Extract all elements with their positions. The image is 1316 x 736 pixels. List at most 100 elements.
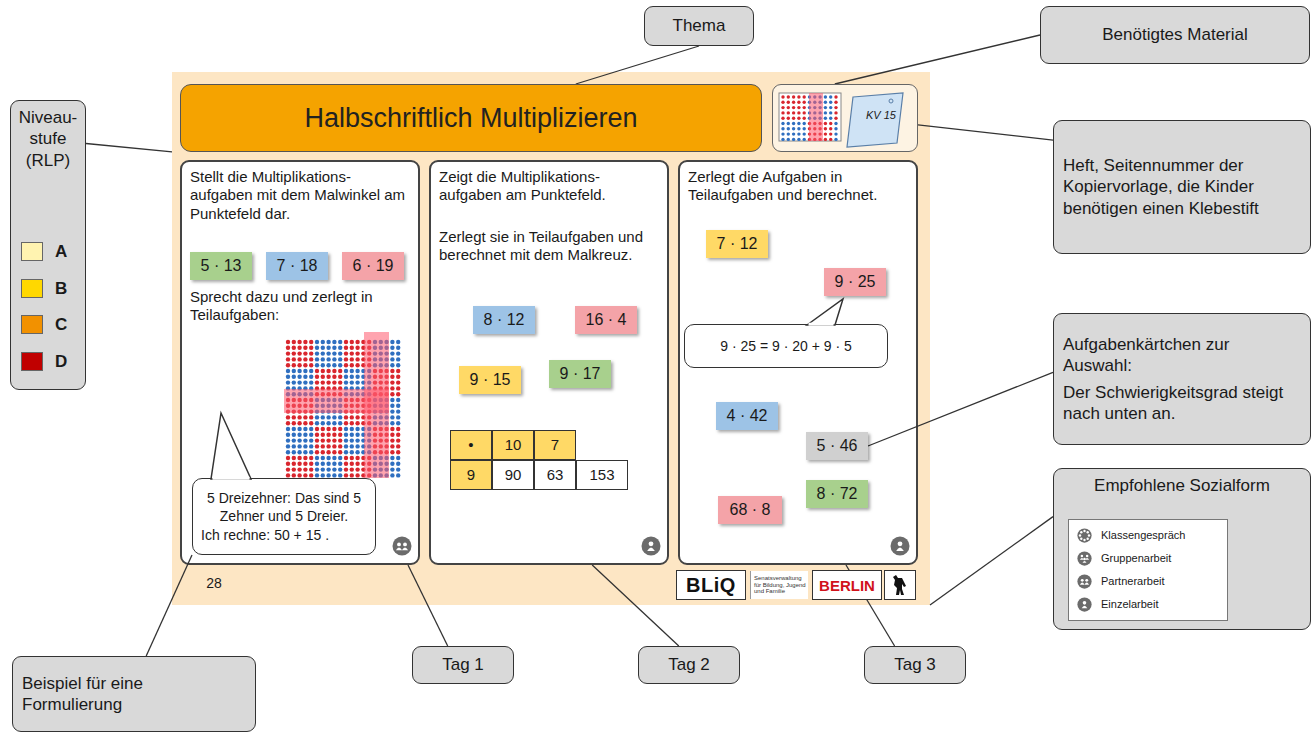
node-text: Thema: [673, 15, 726, 36]
node-text: 4 · 42: [727, 406, 768, 426]
day-panel: Zerlegt die Aufgaben in Teilaufgaben und…: [678, 160, 918, 565]
node-text: Tag 2: [668, 654, 710, 675]
task-card: 7 · 18: [266, 252, 328, 280]
legend-text: Klassengespräch: [1101, 529, 1185, 543]
node-text: Stellt die Multiplikations- aufgaben mit…: [190, 168, 412, 223]
node-text: KV 15: [859, 109, 903, 121]
day-panel: Stellt die Multiplikations- aufgaben mit…: [180, 160, 420, 565]
legend-entry: Partnerarbeit: [1077, 574, 1165, 589]
table-cell: 90: [492, 460, 534, 490]
node-text: 5 · 46: [817, 436, 858, 456]
legend-icon: [1077, 574, 1092, 589]
social-form-icon: [890, 536, 910, 560]
material-callout: Benötigtes Material: [1040, 6, 1310, 64]
node-text: 7 · 12: [717, 234, 758, 254]
legend-icon: [1077, 528, 1092, 543]
node-text: Tag 1: [442, 654, 484, 675]
legend-icon: [1077, 551, 1092, 566]
legend-text: Einzelarbeit: [1101, 598, 1158, 612]
legend-entry: Einzelarbeit: [1077, 597, 1158, 612]
logo-text: BLiQ: [676, 570, 746, 600]
day-callout: Tag 1: [412, 646, 514, 684]
node-text: 5 · 13: [201, 256, 242, 276]
leader-line: [592, 565, 679, 646]
node-text: 8 · 12: [484, 310, 525, 330]
legend-text: Gruppenarbeit: [1101, 552, 1171, 566]
node-text: 68 · 8: [730, 500, 771, 520]
social-form-callout: Empfohlene SozialformKlassengesprächGrup…: [1053, 468, 1311, 630]
node-text: 16 · 4: [586, 310, 627, 330]
node-text: Empfohlene Sozialform: [1094, 475, 1270, 496]
social-form-icon: [1077, 597, 1092, 612]
table-cell: 7: [534, 430, 576, 460]
node-text: 7 · 18: [277, 256, 318, 276]
node-text: 5 Dreizehner: Das sind 5 Zehner und 5 Dr…: [201, 489, 367, 525]
node-text: Zeigt die Multiplikations- aufgaben am P…: [439, 168, 661, 205]
task-card: 16 · 4: [575, 306, 637, 334]
material-icons: [779, 93, 909, 149]
leader-line: [576, 46, 699, 84]
topic-callout: Thema: [644, 6, 754, 46]
legend-text: D: [55, 351, 67, 372]
logo-text: Senatsverwaltung für Bildung, Jugend und…: [750, 571, 808, 599]
social-form-icon: [392, 536, 412, 556]
task-card: 7 · 12: [706, 230, 768, 258]
table-cell: 10: [492, 430, 534, 460]
legend-entry: B: [21, 278, 67, 299]
node-text: 6 · 19: [353, 256, 394, 276]
table-cell: 9: [450, 460, 492, 490]
material-box: KV 15: [772, 84, 918, 152]
node-text: 8 · 72: [817, 484, 858, 504]
social-form-icon: [1077, 528, 1092, 543]
node-text: Zerlegt die Aufgaben in Teilaufgaben und…: [688, 168, 910, 205]
day-panel: Zeigt die Multiplikations- aufgaben am P…: [429, 160, 669, 565]
task-card: 68 · 8: [718, 496, 782, 524]
task-card: 8 · 12: [473, 306, 535, 334]
title-band: Halbschriftlich Multiplizieren: [180, 84, 762, 152]
legend-swatch: [21, 315, 43, 334]
task-card: 8 · 72: [806, 480, 868, 508]
legend-text: C: [55, 314, 67, 335]
task-card: 4 · 42: [716, 402, 778, 430]
social-form-icon: [890, 536, 910, 556]
worksheet-callout: Heft, Seitennummer der Kopiervorlage, di…: [1053, 120, 1311, 254]
logo-text: BERLIN: [812, 570, 882, 600]
node-text: Zerlegt sie in Teilaufgaben und berechne…: [439, 228, 661, 265]
legend-entry: A: [21, 241, 67, 262]
legend-entry: Klassengespräch: [1077, 528, 1185, 543]
node-text: 9 · 25 = 9 · 20 + 9 · 5: [693, 337, 879, 355]
example-callout: Beispiel für eine Formulierung: [12, 656, 256, 732]
leader-line: [918, 125, 1053, 140]
worksheet-page: 28Halbschriftlich MultiplizierenKV 15Ste…: [172, 72, 930, 605]
leader-line: [930, 517, 1053, 605]
social-form-icon: [392, 536, 412, 560]
social-form-icon: [641, 536, 661, 556]
task-card: 9 · 17: [549, 360, 611, 388]
legend-text: Partnerarbeit: [1101, 575, 1165, 589]
task-card: 6 · 19: [342, 252, 404, 280]
leader-line: [408, 565, 448, 646]
task-card: 5 · 46: [806, 432, 868, 460]
speech-bubble: 5 Dreizehner: Das sind 5 Zehner und 5 Dr…: [192, 478, 376, 555]
legend-swatch: [21, 279, 43, 298]
node-text: Heft, Seitennummer der Kopiervorlage, di…: [1063, 155, 1301, 219]
table-cell: •: [450, 430, 492, 460]
table-cell: 63: [534, 460, 576, 490]
social-form-icon: [1077, 574, 1092, 589]
leader-line: [146, 555, 192, 656]
table-cell: 153: [576, 460, 628, 490]
legend-text: A: [55, 241, 67, 262]
task-card-callout: Aufgabenkärtchen zur Auswahl:Der Schwier…: [1053, 313, 1311, 445]
node-text: Beispiel für eine Formulierung: [22, 673, 246, 716]
day-callout: Tag 2: [638, 646, 740, 684]
legend-entry: D: [21, 351, 67, 372]
bear-emblem: [884, 570, 916, 600]
legend-entry: Gruppenarbeit: [1077, 551, 1171, 566]
speech-bubble: 9 · 25 = 9 · 20 + 9 · 5: [684, 324, 888, 368]
legend-swatch: [21, 242, 43, 261]
node-text: 9 · 15: [470, 370, 511, 390]
social-form-icon: [1077, 551, 1092, 566]
day-callout: Tag 3: [864, 646, 966, 684]
node-text: 9 · 17: [560, 364, 601, 384]
